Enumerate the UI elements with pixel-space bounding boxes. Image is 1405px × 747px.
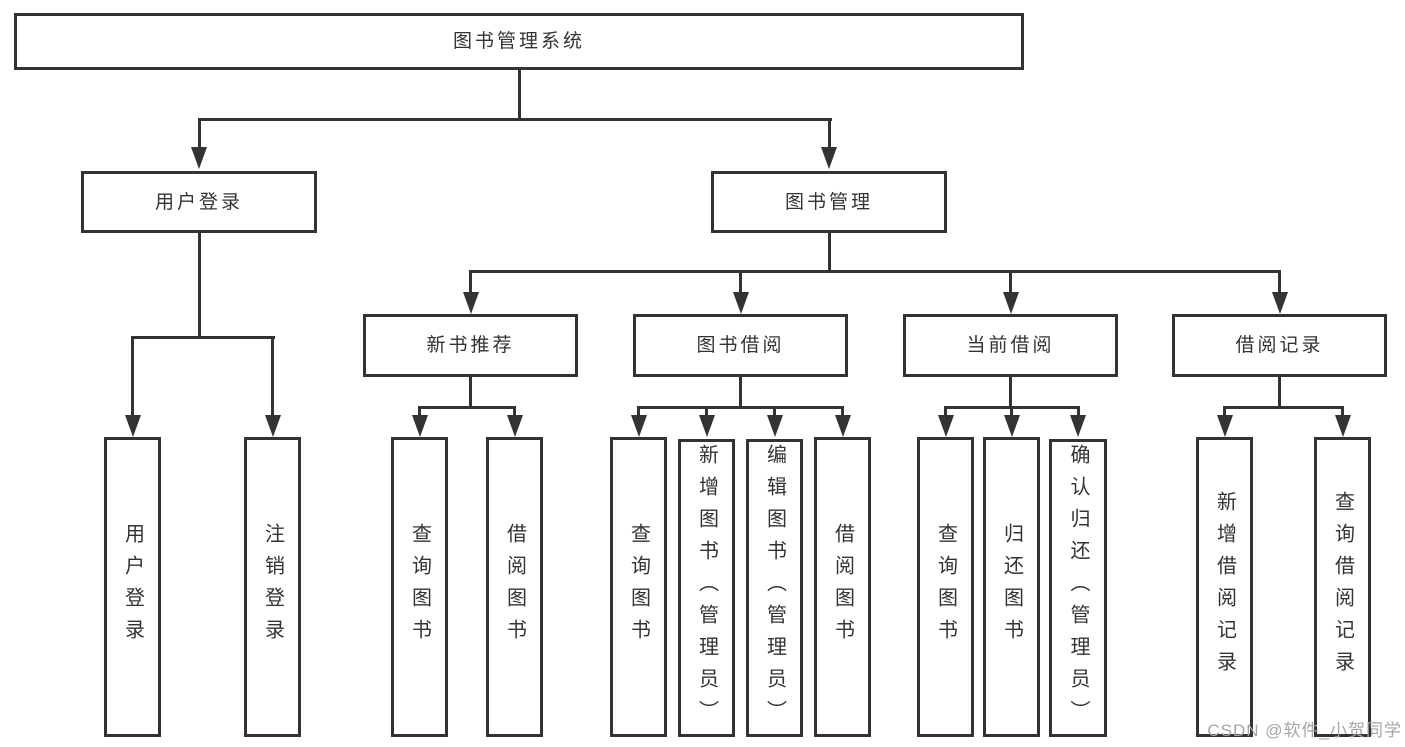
leaf-label: 新增图书（管理员） bbox=[695, 444, 718, 732]
connector-drop bbox=[271, 336, 274, 415]
arrowhead-down-icon bbox=[462, 292, 479, 314]
connector-drop bbox=[1009, 270, 1012, 292]
arrowhead-down-icon bbox=[1003, 415, 1020, 437]
leaf-borrow-books: 借阅图书 bbox=[814, 437, 871, 737]
node-user-login: 用户登录 bbox=[81, 171, 317, 233]
arrowhead-down-icon bbox=[124, 415, 141, 437]
connector-drop bbox=[739, 270, 742, 292]
leaf-return-books: 归还图书 bbox=[983, 437, 1040, 737]
node-label: 借阅记录 bbox=[1235, 335, 1324, 356]
connector-drop bbox=[418, 406, 421, 417]
node-new-book-recommend: 新书推荐 bbox=[363, 314, 578, 377]
connector-drop bbox=[944, 406, 947, 417]
arrowhead-down-icon bbox=[1334, 415, 1351, 437]
leaf-query-books: 查询图书 bbox=[917, 437, 974, 737]
arrowhead-down-icon bbox=[937, 415, 954, 437]
arrowhead-down-icon bbox=[732, 292, 749, 314]
arrowhead-down-icon bbox=[1002, 292, 1019, 314]
arrowhead-down-icon bbox=[1070, 415, 1086, 437]
connector-drop bbox=[841, 406, 844, 417]
leaf-label: 查询借阅记录 bbox=[1331, 491, 1354, 683]
leaf-label: 查询图书 bbox=[934, 523, 957, 651]
connector-user-login-stem bbox=[197, 233, 201, 339]
connector-book-mgmt-bar bbox=[469, 270, 1281, 273]
connector-root-bar bbox=[197, 118, 832, 121]
connector-bar bbox=[637, 406, 844, 409]
connector-drop bbox=[1076, 406, 1080, 417]
node-current-borrow: 当前借阅 bbox=[903, 314, 1118, 377]
arrowhead-down-icon bbox=[191, 147, 207, 169]
leaf-label: 查询图书 bbox=[627, 523, 650, 651]
leaf-edit-books-admin: 编辑图书（管理员） bbox=[746, 439, 803, 737]
connector-user-login-bar bbox=[131, 336, 275, 339]
leaf-label: 注销登录 bbox=[261, 523, 284, 651]
connector-drop bbox=[469, 270, 472, 292]
connector-drop bbox=[1341, 406, 1344, 417]
connector-stem bbox=[1009, 377, 1012, 409]
leaf-label: 查询图书 bbox=[408, 523, 431, 651]
leaf-confirm-return-admin: 确认归还（管理员） bbox=[1049, 439, 1107, 737]
leaf-label: 新增借阅记录 bbox=[1213, 491, 1236, 683]
connector-stem bbox=[1278, 377, 1281, 409]
connector-bar bbox=[418, 406, 516, 409]
node-root-system: 图书管理系统 bbox=[14, 13, 1024, 70]
arrowhead-down-icon bbox=[1271, 292, 1288, 314]
connector-book-mgmt-stem bbox=[827, 233, 831, 273]
connector-stem bbox=[469, 377, 472, 409]
connector-drop bbox=[1223, 406, 1226, 417]
connector-stem bbox=[739, 377, 742, 409]
node-label: 图书管理 bbox=[784, 191, 873, 213]
connector-root-stem bbox=[517, 70, 521, 121]
leaf-label: 借阅图书 bbox=[503, 523, 526, 651]
connector-drop bbox=[1010, 406, 1013, 417]
leaf-add-books-admin: 新增图书（管理员） bbox=[678, 439, 735, 737]
connector-drop bbox=[773, 406, 776, 417]
leaf-query-borrow-record: 查询借阅记录 bbox=[1314, 437, 1371, 737]
leaf-label: 编辑图书（管理员） bbox=[763, 444, 786, 732]
connector-drop bbox=[131, 336, 134, 415]
arrowhead-down-icon bbox=[630, 415, 647, 437]
leaf-query-books: 查询图书 bbox=[391, 437, 448, 737]
arrowhead-down-icon bbox=[1216, 415, 1233, 437]
node-book-management: 图书管理 bbox=[711, 171, 947, 233]
node-label: 新书推荐 bbox=[426, 335, 515, 356]
leaf-label: 确认归还（管理员） bbox=[1067, 444, 1089, 732]
leaf-label: 用户登录 bbox=[121, 523, 144, 651]
leaf-user-login: 用户登录 bbox=[104, 437, 161, 737]
leaf-borrow-books: 借阅图书 bbox=[486, 437, 543, 737]
arrowhead-down-icon bbox=[264, 415, 281, 437]
node-borrow-records: 借阅记录 bbox=[1172, 314, 1387, 377]
arrowhead-down-icon bbox=[698, 415, 715, 437]
connector-bar bbox=[1223, 406, 1344, 409]
connector-drop-book-mgmt bbox=[827, 118, 831, 149]
leaf-label: 借阅图书 bbox=[831, 523, 854, 651]
arrowhead-down-icon bbox=[411, 415, 428, 437]
connector-drop bbox=[1278, 270, 1281, 292]
node-label: 图书借阅 bbox=[696, 335, 785, 356]
leaf-label: 归还图书 bbox=[1000, 523, 1023, 651]
arrowhead-down-icon bbox=[506, 415, 523, 437]
connector-drop bbox=[637, 406, 640, 417]
arrowhead-down-icon bbox=[834, 415, 851, 437]
connector-drop bbox=[705, 406, 708, 417]
leaf-add-borrow-record: 新增借阅记录 bbox=[1196, 437, 1253, 737]
arrowhead-down-icon bbox=[821, 147, 837, 169]
connector-drop-user-login bbox=[197, 118, 201, 149]
node-label: 用户登录 bbox=[154, 191, 243, 213]
node-book-borrow: 图书借阅 bbox=[633, 314, 848, 377]
node-label: 当前借阅 bbox=[966, 335, 1055, 356]
leaf-logout: 注销登录 bbox=[244, 437, 301, 737]
leaf-query-books: 查询图书 bbox=[610, 437, 667, 737]
csdn-watermark: CSDN @软件_小贺同学 bbox=[1207, 721, 1402, 740]
node-root-label: 图书管理系统 bbox=[452, 31, 585, 52]
arrowhead-down-icon bbox=[766, 415, 783, 437]
connector-drop bbox=[513, 406, 516, 417]
